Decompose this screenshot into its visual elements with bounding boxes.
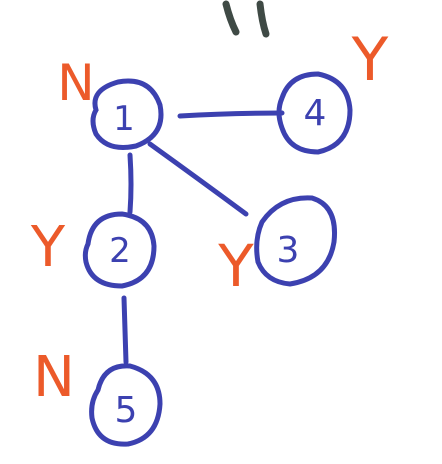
- status-labels: N Y Y Y N: [30, 25, 389, 410]
- edge-2-5: [121, 295, 129, 365]
- node-1-label: 1: [113, 99, 135, 139]
- status-label-node-4: Y: [351, 25, 389, 95]
- node-5-label: 5: [115, 390, 138, 431]
- node-2: 2: [82, 211, 157, 289]
- node-4: 4: [276, 71, 353, 155]
- edges: [121, 110, 285, 365]
- node-3-label: 3: [277, 230, 300, 271]
- node-2-circle: [82, 211, 157, 289]
- node-5-circle: [89, 363, 163, 447]
- node-1-circle: [90, 78, 164, 150]
- edge-1-4: [177, 110, 285, 119]
- node-1: 1: [90, 78, 164, 150]
- node-4-label: 4: [304, 93, 327, 134]
- top-ink-stroke-1: [222, 0, 240, 36]
- node-4-circle: [276, 71, 353, 155]
- edge-1-3: [147, 141, 249, 217]
- status-label-node-3: Y: [217, 232, 254, 300]
- node-2-label: 2: [109, 231, 131, 271]
- top-ink-marks: [222, 0, 270, 38]
- status-label-node-5: N: [33, 345, 75, 410]
- status-label-node-1: N: [57, 54, 94, 112]
- node-3-circle: [254, 195, 338, 287]
- status-label-node-2: Y: [30, 215, 66, 280]
- node-3: 3: [254, 195, 338, 287]
- node-5: 5: [89, 363, 163, 447]
- edge-1-2: [127, 152, 134, 215]
- top-ink-stroke-2: [256, 0, 270, 38]
- nodes: 1 4 2 3 5: [82, 71, 353, 447]
